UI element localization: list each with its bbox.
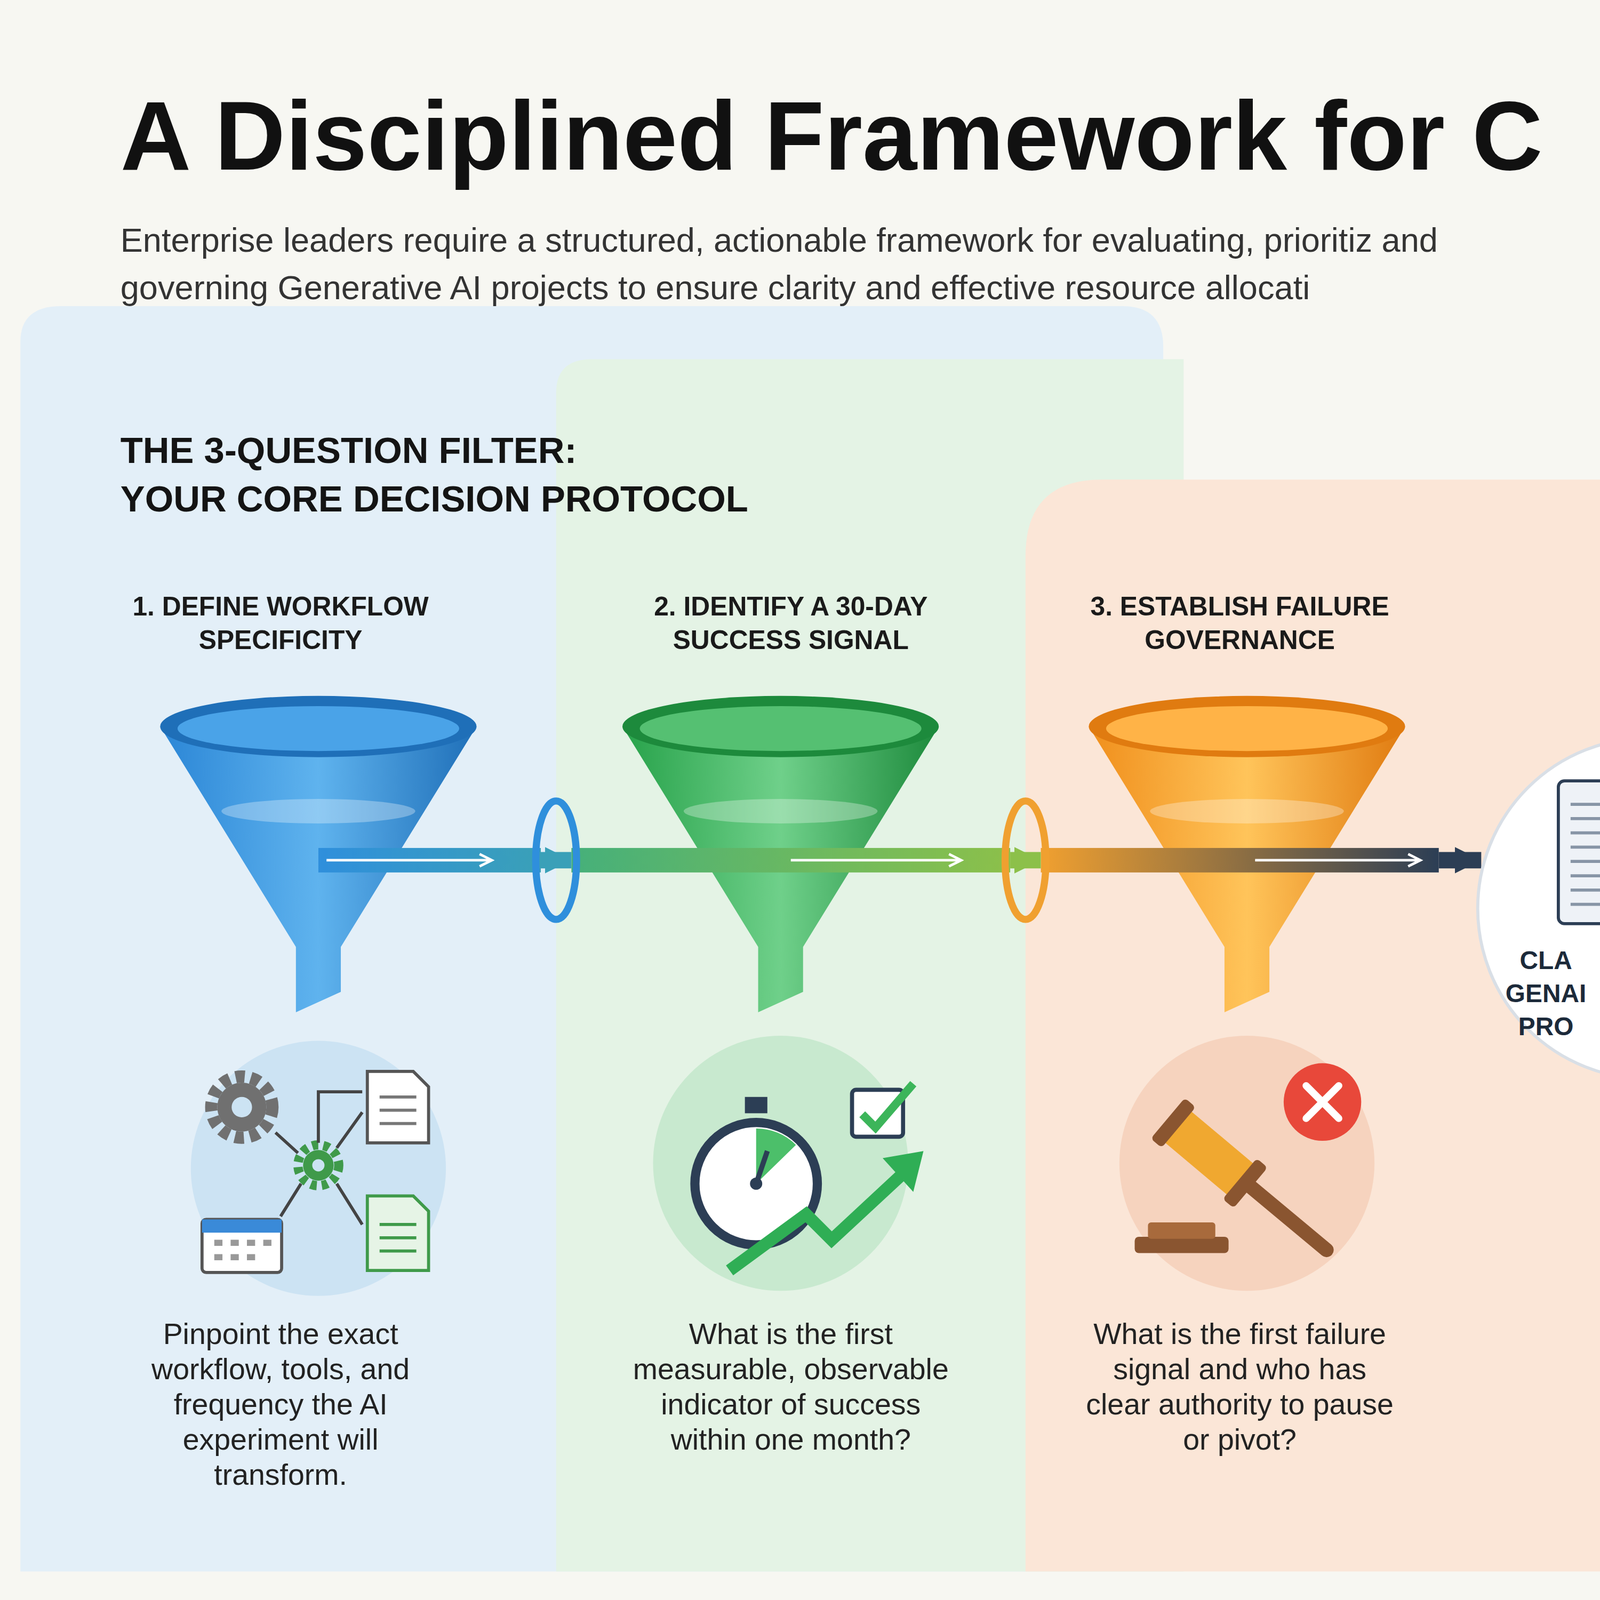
band-body: What is the first measurable, observable… <box>632 1316 949 1458</box>
document-icon <box>1558 780 1600 924</box>
circle-shape <box>1477 737 1600 1079</box>
peach-band <box>1025 479 1600 1572</box>
section-heading: THE 3-QUESTION FILTER: <box>120 428 578 474</box>
band-heading: 1. DEFINE WORKFLOW SPECIFICITY <box>97 589 465 658</box>
flow-bands <box>318 848 1439 873</box>
label-slot: YOUR CORE DECISION PROTOCOL <box>120 477 749 522</box>
question-band: 2. IDENTIFY A 30-DAY SUCCESS SIGNAL What … <box>571 571 1011 1572</box>
band-heading: 3. ESTABLISH FAILURE GOVERNANCE <box>1056 589 1424 658</box>
question-band: 1. DEFINE WORKFLOW SPECIFICITY Pinpoint t… <box>20 571 541 1572</box>
section-heading: YOUR CORE DECISION PROTOCOL <box>120 477 749 522</box>
label-slot: Enterprise leaders require a structured,… <box>120 216 1596 312</box>
flow-arrow <box>1010 852 1041 869</box>
label-slot: THE 3-QUESTION FILTER: <box>120 428 578 474</box>
band-heading: 2. IDENTIFY A 30-DAY SUCCESS SIGNAL <box>606 589 975 658</box>
governance-icon <box>1119 1035 1375 1291</box>
band-body: Pinpoint the exact workflow, tools, and … <box>122 1316 439 1493</box>
subtitle: Enterprise leaders require a structured,… <box>120 216 1596 312</box>
success-icon <box>652 1035 924 1291</box>
blue-ring <box>535 801 577 920</box>
flow-arrow <box>1438 852 1482 869</box>
orange-ring <box>1005 801 1047 920</box>
title-slot: A Disciplined Framework for C <box>120 79 1543 192</box>
page-title: A Disciplined Framework for C <box>120 79 1543 192</box>
output-circle: CLA GENAI PRO <box>1474 734 1600 1083</box>
workflow-icon <box>190 1041 446 1296</box>
band-body: What is the first failure signal and who… <box>1081 1316 1398 1458</box>
output-label: CLA GENAI PRO <box>1492 944 1599 1044</box>
question-band: 3. ESTABLISH FAILURE GOVERNANCE What is t… <box>1041 571 1439 1572</box>
flow-arrow <box>540 852 572 869</box>
